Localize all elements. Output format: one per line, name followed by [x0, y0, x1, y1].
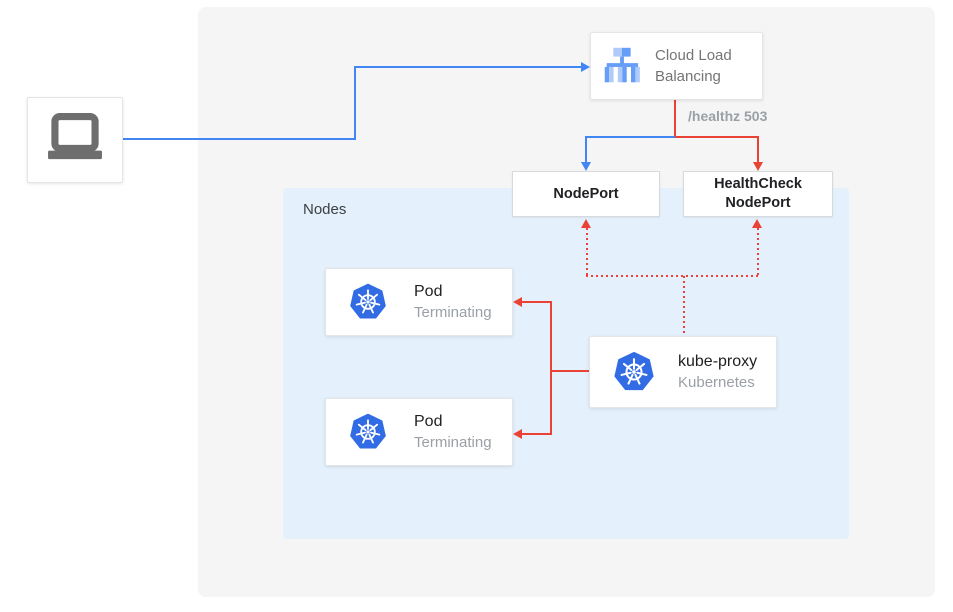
- load-balancer-icon: [599, 43, 645, 89]
- clb-label-line2: Balancing: [655, 68, 721, 85]
- pod2-status: Terminating: [414, 433, 492, 451]
- kubeproxy-dotted-line-v: [683, 276, 685, 336]
- clb-to-nodeport-arrow: [581, 162, 591, 171]
- nodeport-label: NodePort: [553, 185, 619, 202]
- client-to-clb-arrow: [581, 62, 590, 72]
- clb-label-line1: Cloud Load: [655, 47, 732, 64]
- healthcheck-nodeport-label-line1: HealthCheck: [714, 176, 802, 193]
- kubeproxy-to-pods-line-v: [550, 301, 552, 435]
- healthz-annotation: /healthz 503: [688, 108, 768, 124]
- client-to-clb-line-v: [354, 66, 356, 140]
- client-card: [27, 97, 123, 183]
- kubeproxy-to-pod2-arrow: [513, 429, 522, 439]
- pod2-title: Pod: [414, 413, 443, 431]
- kubeproxy-dotted-line-h: [586, 275, 759, 277]
- pod1-status: Terminating: [414, 303, 492, 321]
- dotted-to-healthcheck-line-v: [757, 228, 759, 275]
- kubernetes-icon: [612, 350, 656, 394]
- kubeproxy-to-pod1-arrow: [513, 297, 522, 307]
- pod1-title: Pod: [414, 283, 443, 301]
- kubeproxy-to-pods-line-h: [551, 370, 589, 372]
- clb-healthz-line-v: [674, 100, 676, 138]
- client-to-clb-line-h1: [123, 138, 355, 140]
- junction-to-healthcheck-line-h: [676, 136, 759, 138]
- kubeproxy-to-healthcheck-arrow: [752, 219, 762, 228]
- kubeproxy-to-nodeport-arrow: [581, 219, 591, 228]
- healthcheck-nodeport-label-line2: NodePort: [725, 195, 791, 211]
- junction-to-nodeport-line-v: [585, 138, 587, 162]
- healthcheck-nodeport-box: HealthCheck NodePort: [683, 171, 833, 217]
- laptop-icon: [42, 109, 108, 172]
- kubernetes-icon: [348, 282, 388, 322]
- to-pod1-line-h: [522, 301, 551, 303]
- kube-proxy-subtitle: Kubernetes: [678, 373, 755, 391]
- kube-proxy-title: kube-proxy: [678, 353, 758, 371]
- kube-proxy-card: kube-proxy Kubernetes: [589, 336, 777, 408]
- cloud-load-balancing-card: Cloud Load Balancing: [590, 32, 763, 100]
- clb-to-healthcheck-arrow: [753, 162, 763, 171]
- pod2-card: Pod Terminating: [325, 398, 513, 466]
- junction-to-healthcheck-line-v: [757, 138, 759, 162]
- to-pod2-line-h: [522, 433, 551, 435]
- kubernetes-icon: [348, 412, 388, 452]
- client-to-clb-line-h2: [356, 66, 581, 68]
- dotted-to-nodeport-line-v: [586, 228, 588, 275]
- nodeport-box: NodePort: [512, 171, 660, 217]
- pod1-card: Pod Terminating: [325, 268, 513, 336]
- nodes-container-label: Nodes: [303, 201, 347, 218]
- junction-to-nodeport-line-h: [585, 136, 675, 138]
